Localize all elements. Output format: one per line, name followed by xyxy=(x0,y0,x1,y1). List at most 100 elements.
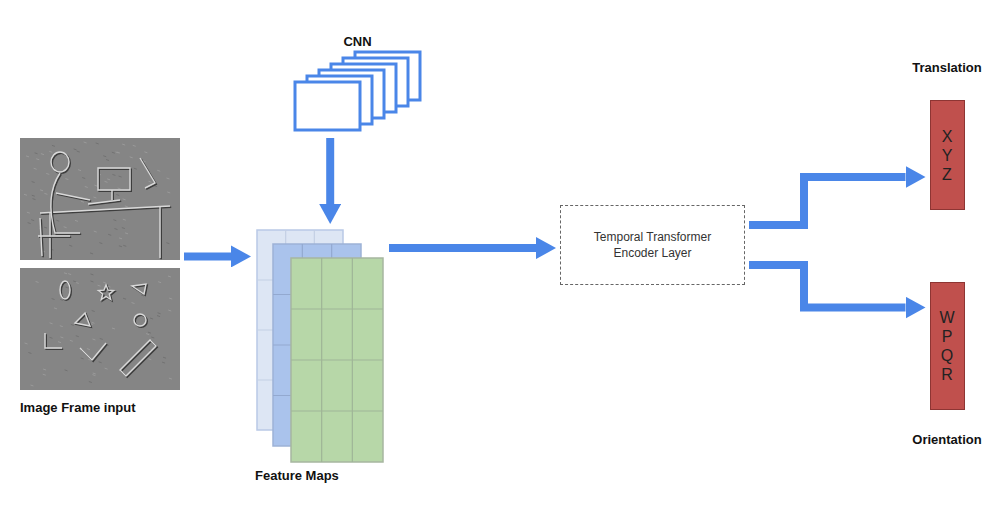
texture-stroke xyxy=(43,369,46,370)
texture-stroke xyxy=(117,152,120,153)
texture-stroke xyxy=(64,273,67,274)
component-letters: W P Q R xyxy=(939,308,955,384)
texture-stroke xyxy=(78,170,81,171)
texture-stroke xyxy=(69,245,72,246)
texture-stroke xyxy=(74,149,77,150)
texture-stroke xyxy=(123,199,126,200)
texture-stroke xyxy=(24,194,27,195)
texture-stroke xyxy=(134,168,137,169)
scene-person-desk xyxy=(38,152,171,259)
texture-stroke xyxy=(92,339,95,340)
caption-label: Translation xyxy=(897,60,997,76)
feature-map xyxy=(291,258,383,462)
texture-stroke xyxy=(30,385,33,386)
texture-stroke xyxy=(167,192,170,193)
image-frame xyxy=(20,138,180,260)
flow-arrow xyxy=(749,265,906,308)
texture-stroke xyxy=(90,281,93,282)
emboss-highlight xyxy=(88,200,120,204)
output-vector-box: X Y Z xyxy=(930,100,965,210)
cnn-figure xyxy=(293,50,423,134)
caption-label: Image Frame input xyxy=(20,400,190,416)
images-figure xyxy=(20,138,180,390)
texture-stroke xyxy=(150,318,153,319)
texture-stroke xyxy=(65,179,68,180)
emboss-highlight xyxy=(60,281,70,299)
cnn-stack: CNN xyxy=(290,34,425,134)
texture-stroke xyxy=(76,282,79,283)
texture-stroke xyxy=(119,176,122,177)
texture-stroke xyxy=(119,238,122,239)
fmaps-figure xyxy=(255,228,385,464)
texture-stroke xyxy=(44,193,47,194)
texture-stroke xyxy=(125,233,128,234)
texture-stroke xyxy=(98,285,101,286)
emboss-highlight xyxy=(120,340,156,376)
component-letters: X Y Z xyxy=(939,127,955,184)
orientation-output: W P Q ROrientation xyxy=(897,282,997,448)
texture-stroke xyxy=(73,281,76,282)
texture-stroke xyxy=(105,181,108,182)
image-texture xyxy=(24,142,172,386)
texture-stroke xyxy=(169,298,172,299)
emboss-highlight xyxy=(98,168,130,190)
output-vector-box: W P Q R xyxy=(930,282,965,410)
emboss-highlight xyxy=(140,158,155,188)
texture-stroke xyxy=(43,374,46,375)
emboss-shadow xyxy=(52,174,91,234)
texture-stroke xyxy=(112,174,115,175)
texture-stroke xyxy=(166,243,169,244)
texture-stroke xyxy=(75,220,78,221)
flow-arrow xyxy=(326,138,334,204)
texture-stroke xyxy=(35,153,38,154)
texture-stroke xyxy=(100,338,103,339)
caption-label: Feature Maps xyxy=(255,468,395,484)
texture-stroke xyxy=(60,299,63,300)
texture-stroke xyxy=(50,323,53,324)
texture-stroke xyxy=(77,151,80,152)
texture-stroke xyxy=(34,168,37,169)
texture-stroke xyxy=(158,313,161,314)
texture-stroke xyxy=(108,234,111,235)
texture-stroke xyxy=(31,220,34,221)
texture-stroke xyxy=(40,190,43,191)
texture-stroke xyxy=(54,308,57,309)
feature-maps: Feature Maps xyxy=(255,228,395,484)
texture-stroke xyxy=(113,220,116,221)
scene-shapes xyxy=(45,281,157,377)
texture-stroke xyxy=(92,311,95,312)
texture-stroke xyxy=(87,349,90,350)
texture-stroke xyxy=(36,159,39,160)
texture-stroke xyxy=(119,246,122,247)
texture-stroke xyxy=(46,173,49,174)
texture-stroke xyxy=(92,375,95,376)
texture-stroke xyxy=(90,253,93,254)
texture-stroke xyxy=(70,340,73,341)
texture-stroke xyxy=(157,316,160,317)
texture-stroke xyxy=(166,178,169,179)
emboss-shadow xyxy=(99,169,131,191)
texture-stroke xyxy=(71,324,74,325)
texture-stroke xyxy=(68,274,71,275)
texture-stroke xyxy=(89,382,92,383)
texture-stroke xyxy=(32,182,35,183)
input-frames: Image Frame input xyxy=(20,138,190,416)
texture-stroke xyxy=(123,219,126,220)
texture-stroke xyxy=(105,368,108,369)
texture-stroke xyxy=(28,223,31,224)
emboss-highlight xyxy=(134,314,146,326)
texture-stroke xyxy=(64,227,67,228)
texture-stroke xyxy=(82,178,85,179)
texture-stroke xyxy=(52,299,55,300)
texture-stroke xyxy=(85,186,88,187)
texture-stroke xyxy=(103,282,106,283)
texture-stroke xyxy=(28,352,31,353)
texture-stroke xyxy=(130,157,133,158)
emboss-highlight xyxy=(98,285,113,300)
texture-stroke xyxy=(132,303,135,304)
texture-stroke xyxy=(118,188,121,189)
texture-stroke xyxy=(93,373,96,374)
texture-stroke xyxy=(81,201,84,202)
texture-stroke xyxy=(106,160,109,161)
